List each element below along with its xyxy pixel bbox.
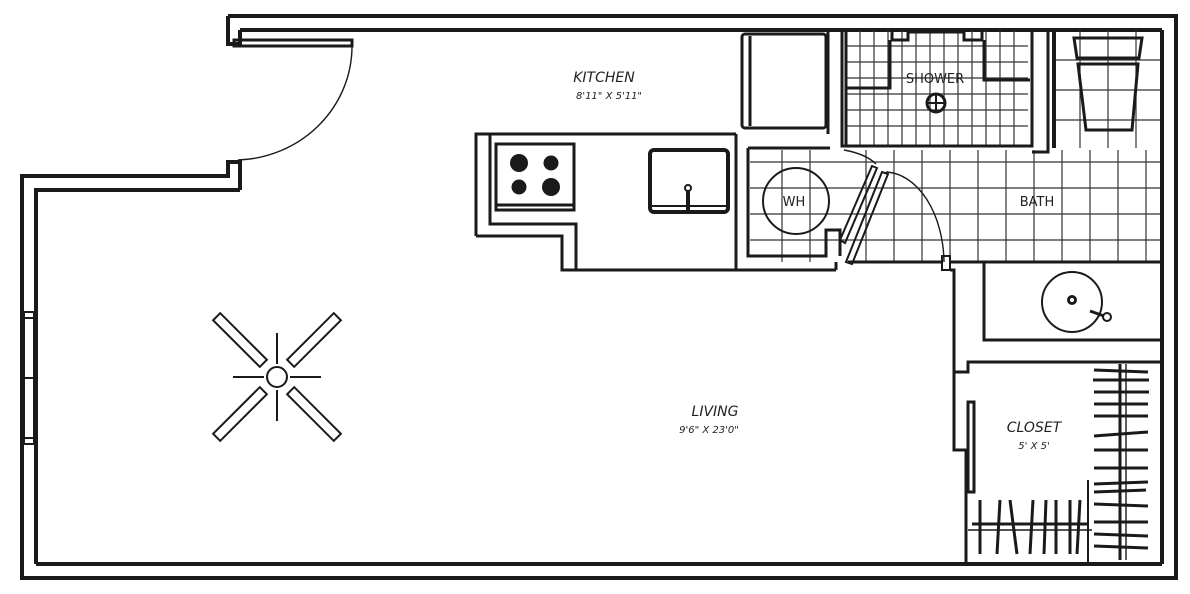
shower-drain-icon xyxy=(925,92,947,114)
bath-name: BATH xyxy=(1020,195,1055,210)
closet: CLOSET 5' X 5' xyxy=(952,364,1149,564)
bath: BATH xyxy=(834,171,1162,374)
bifold-door xyxy=(838,164,890,266)
shower: SHOWER xyxy=(840,30,1034,148)
living: LIVING 9'6" X 23'0" xyxy=(211,311,739,443)
kitchen-dimensions: 8'11" X 5'11" xyxy=(576,91,642,102)
water-heater-icon: WH xyxy=(762,167,830,235)
closet-name: CLOSET xyxy=(1007,420,1063,436)
ceiling-fan-icon xyxy=(211,311,343,443)
living-name: LIVING xyxy=(692,404,739,420)
door-swing-icon xyxy=(237,45,353,161)
kitchen-sink-icon xyxy=(648,148,730,214)
window-icon xyxy=(23,311,35,445)
exterior-walls xyxy=(20,14,1178,580)
cooktop-icon xyxy=(494,142,576,212)
door-swing-icon xyxy=(885,171,945,263)
water-heater-label: WH xyxy=(783,195,806,210)
closet-rod-icon xyxy=(972,364,1149,560)
entry-door xyxy=(237,45,353,161)
closet-dimensions: 5' X 5' xyxy=(1018,441,1049,452)
refrigerator-icon xyxy=(740,32,828,130)
living-dimensions: 9'6" X 23'0" xyxy=(679,425,739,436)
toilet-area xyxy=(1032,30,1144,154)
window xyxy=(23,311,35,445)
kitchen-name: KITCHEN xyxy=(573,70,635,86)
kitchen: KITCHEN 8'11" X 5'11" xyxy=(474,30,830,272)
bath-tiles xyxy=(750,30,1160,262)
water-heater-closet: WH xyxy=(734,134,890,272)
toilet-icon xyxy=(1072,36,1144,132)
bathroom-sink-icon xyxy=(1041,271,1112,333)
shower-name: SHOWER xyxy=(906,72,964,87)
